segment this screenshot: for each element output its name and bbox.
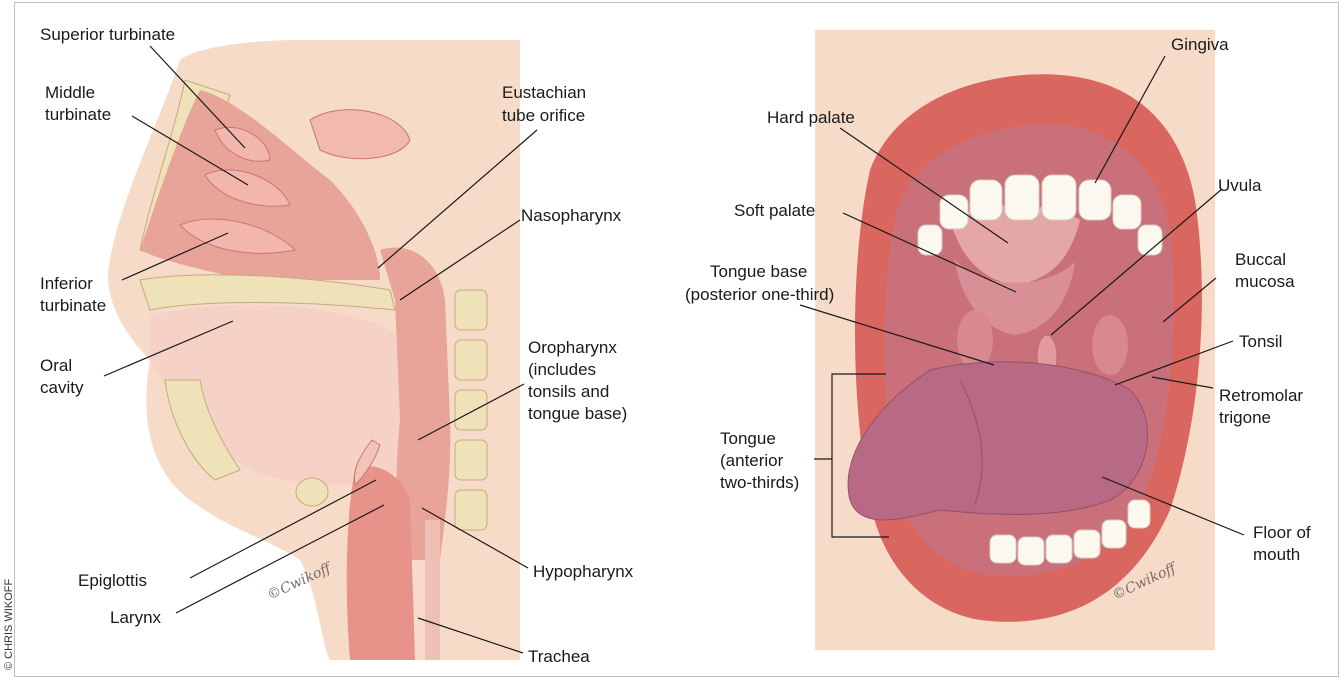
label-floor-of-mouth-line2: mouth: [1253, 545, 1300, 564]
open-mouth-illustration: ©Cwikoff: [815, 30, 1215, 650]
label-gingiva: Gingiva: [1171, 35, 1229, 54]
label-larynx: Larynx: [110, 608, 162, 627]
label-oral-cavity-line2: cavity: [40, 378, 84, 397]
label-buccal-line2: mucosa: [1235, 272, 1295, 291]
label-buccal-line1: Buccal: [1235, 250, 1286, 269]
label-inferior-turbinate-line1: Inferior: [40, 274, 93, 293]
label-tongue-base-line2: (posterior one-third): [685, 285, 834, 304]
label-oropharynx-line4: tongue base): [528, 404, 627, 423]
esophagus: [425, 520, 440, 660]
label-trachea: Trachea: [528, 647, 590, 666]
label-tongue-base-line1: Tongue base: [710, 262, 807, 281]
left-tonsil: [957, 310, 993, 370]
label-tonsil: Tonsil: [1239, 332, 1282, 351]
label-eustachian-line2: tube orifice: [502, 106, 585, 125]
hyoid-bone: [296, 478, 328, 506]
cervical-spine: [455, 290, 487, 530]
label-epiglottis: Epiglottis: [78, 571, 147, 590]
label-oropharynx-line1: Oropharynx: [528, 338, 617, 357]
label-tongue-line3: two-thirds): [720, 473, 799, 492]
label-retromolar-line1: Retromolar: [1219, 386, 1303, 405]
label-oropharynx-line2: (includes: [528, 360, 596, 379]
label-inferior-turbinate-line2: turbinate: [40, 296, 106, 315]
right-tonsil: [1092, 315, 1128, 375]
label-eustachian-line1: Eustachian: [502, 83, 586, 102]
label-hard-palate: Hard palate: [767, 108, 855, 127]
label-soft-palate: Soft palate: [734, 201, 815, 220]
label-middle-turbinate-line2: turbinate: [45, 105, 111, 124]
sagittal-head-illustration: ©Cwikoff: [108, 40, 520, 660]
label-uvula: Uvula: [1218, 176, 1262, 195]
label-oral-cavity-line1: Oral: [40, 356, 72, 375]
label-floor-of-mouth-line1: Floor of: [1253, 523, 1311, 542]
label-retromolar-line2: trigone: [1219, 408, 1271, 427]
label-superior-turbinate: Superior turbinate: [40, 25, 175, 44]
label-middle-turbinate-line1: Middle: [45, 83, 95, 102]
label-oropharynx-line3: tonsils and: [528, 382, 609, 401]
label-hypopharynx: Hypopharynx: [533, 562, 634, 581]
label-tongue-line1: Tongue: [720, 429, 776, 448]
image-credit: © CHRIS WIKOFF: [3, 579, 15, 670]
label-tongue-line2: (anterior: [720, 451, 784, 470]
larynx-trachea: [347, 466, 415, 660]
label-nasopharynx: Nasopharynx: [521, 206, 622, 225]
